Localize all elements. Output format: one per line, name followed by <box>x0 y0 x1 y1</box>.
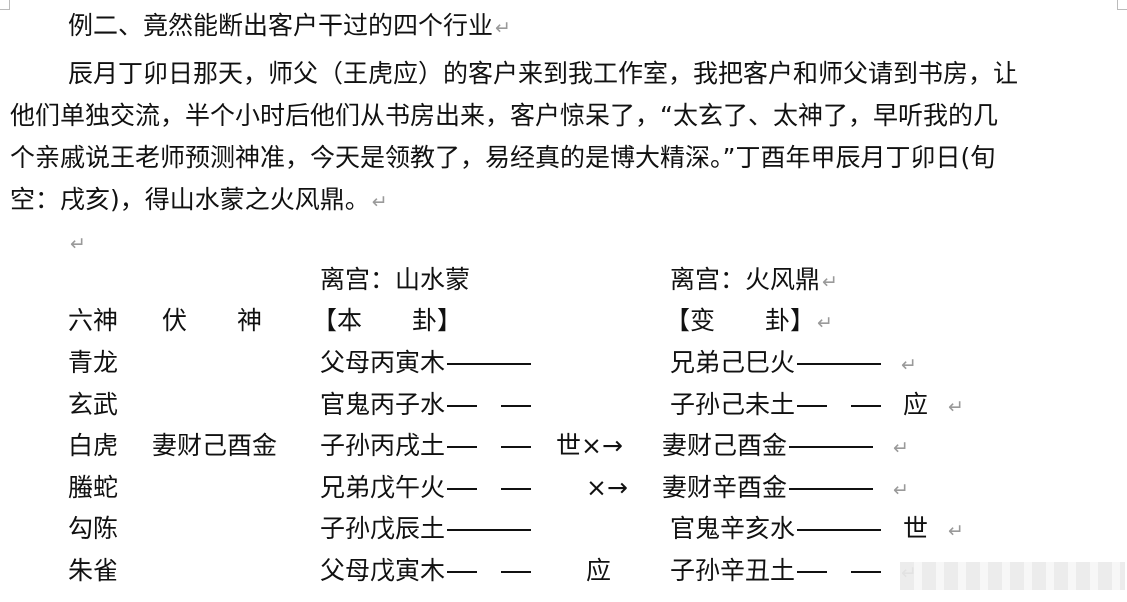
right-palace-title: 离宫：火风鼎↵ <box>670 265 838 294</box>
bian-gua-mark: 应 <box>902 390 928 419</box>
watermark <box>900 562 1125 590</box>
ben-gua-mark: 世×→ <box>556 431 623 460</box>
bian-gua-line: 妻财辛酉金 ↵ <box>662 470 909 508</box>
paragraph-mark: ↵ <box>900 354 917 376</box>
liushen-cell: 白虎 <box>68 431 119 460</box>
ben-gua-line: 官鬼丙子水 <box>320 387 532 423</box>
yang-line <box>447 529 532 531</box>
left-palace-title: 离宫：山水蒙 <box>320 265 471 294</box>
header-ben-gua: 【本 卦】 <box>312 306 463 335</box>
paragraph-mark: ↵ <box>892 479 909 501</box>
yang-line <box>447 363 532 365</box>
bian-gua-label: 兄弟己巳火 <box>670 348 796 377</box>
yin-line <box>797 405 882 407</box>
bian-gua-label: 官鬼辛亥水 <box>670 514 796 543</box>
header-liushen: 六神 <box>68 306 119 335</box>
para-line-4: 空：戌亥)，得山水蒙之火风鼎。↵ <box>10 185 388 214</box>
liushen-cell: 勾陈 <box>68 514 119 543</box>
bian-gua-label: 妻财辛酉金 <box>662 473 788 502</box>
ben-gua-mark: ×→ <box>586 473 628 502</box>
para-line-3: 个亲戚说王老师预测神准，今天是领教了，易经真的是博大精深。”丁酉年甲辰月丁卯日(… <box>10 143 996 172</box>
bian-gua-line: 子孙己未土 应 ↵ <box>670 387 964 425</box>
ben-gua-label: 父母丙寅木 <box>320 348 446 377</box>
paragraph-mark: ↵ <box>947 396 964 418</box>
paragraph-mark: ↵ <box>892 437 909 459</box>
yin-line <box>447 405 532 407</box>
bian-gua-line: 子孙辛丑土 ↵ <box>670 553 917 591</box>
paragraph-mark: ↵ <box>947 520 964 542</box>
bian-gua-label: 妻财己酉金 <box>662 431 788 460</box>
paragraph-mark: ↵ <box>495 17 511 39</box>
ben-gua-label: 子孙戊辰土 <box>320 514 446 543</box>
liushen-cell: 朱雀 <box>68 556 119 585</box>
bian-gua-line: 兄弟己巳火 ↵ <box>670 345 917 383</box>
bian-gua-mark: 世 <box>902 514 928 543</box>
page-corner-top-left <box>0 0 10 10</box>
ben-gua-label: 官鬼丙子水 <box>320 390 446 419</box>
bian-gua-line: 妻财己酉金 ↵ <box>662 428 909 466</box>
header-bian-gua: 【变 卦】↵ <box>665 306 833 335</box>
yang-line <box>789 446 874 448</box>
yang-line <box>797 363 882 365</box>
ben-gua-mark: 应 <box>586 556 612 585</box>
fushen-cell: 妻财己酉金 <box>152 431 278 460</box>
yang-line <box>789 488 874 490</box>
liushen-cell: 螣蛇 <box>68 473 119 502</box>
bian-gua-label: 子孙己未土 <box>670 390 796 419</box>
ben-gua-line: 子孙戊辰土 <box>320 511 532 547</box>
para-line-1: 辰月丁卯日那天，师父（王虎应）的客户来到我工作室，我把客户和师父请到书房，让 <box>68 59 1019 88</box>
yin-line <box>447 446 532 448</box>
heading: 例二、竟然能断出客户干过的四个行业↵ <box>68 11 511 40</box>
empty-paragraph-mark: ↵ <box>70 233 86 255</box>
paragraph-mark: ↵ <box>371 191 388 213</box>
ben-gua-line: 父母丙寅木 <box>320 345 532 381</box>
yin-line <box>797 571 882 573</box>
liushen-cell: 青龙 <box>68 348 119 377</box>
yin-line <box>447 488 532 490</box>
header-fushen: 伏 神 <box>162 306 263 335</box>
liushen-cell: 玄武 <box>68 390 119 419</box>
ben-gua-line: 兄弟戊午火 <box>320 470 532 506</box>
ben-gua-label: 父母戊寅木 <box>320 556 446 585</box>
ben-gua-label: 兄弟戊午火 <box>320 473 446 502</box>
page-corner-top-right <box>1117 0 1127 10</box>
para-line-2: 他们单独交流，半个小时后他们从书房出来，客户惊呆了，“太玄了、太神了，早听我的几 <box>10 101 998 130</box>
ben-gua-label: 子孙丙戌土 <box>320 431 446 460</box>
bian-gua-line: 官鬼辛亥水 世 ↵ <box>670 511 964 549</box>
yang-line <box>797 529 882 531</box>
yin-line <box>447 571 532 573</box>
ben-gua-line: 子孙丙戌土 <box>320 428 532 464</box>
bian-gua-label: 子孙辛丑土 <box>670 556 796 585</box>
ben-gua-line: 父母戊寅木 <box>320 553 532 589</box>
